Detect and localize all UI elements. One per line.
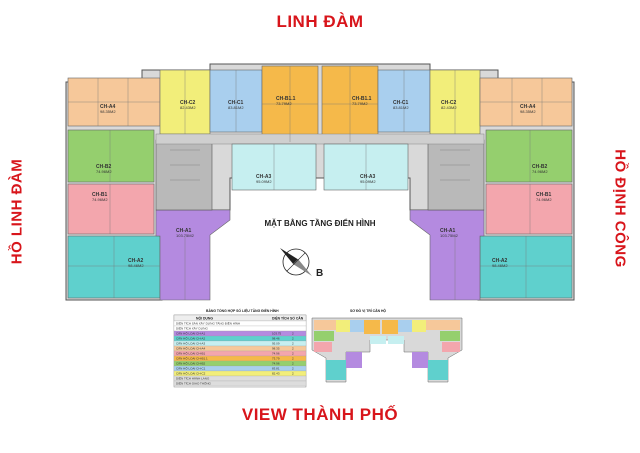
legend-cell: CĂN HỘ LOẠI CH-C2 xyxy=(176,371,206,376)
legend-cell: 82.43 xyxy=(272,372,280,376)
unit-label-name: CH-B2 xyxy=(532,164,547,170)
legend-cell: CĂN HỘ LOẠI CH-C1 xyxy=(176,366,206,371)
legend-row xyxy=(173,380,307,387)
legend-cell: 2 xyxy=(292,342,294,346)
unit-block-a1-right xyxy=(409,209,485,301)
legend-cell: 74.96 xyxy=(272,352,280,356)
unit-label-name: CH-C1 xyxy=(393,100,408,106)
legend-cell: 2 xyxy=(292,347,294,351)
legend-cell: 73.79 xyxy=(272,357,280,361)
legend-cell: DIỆN TÍCH XÂY DỰNG xyxy=(176,326,208,331)
unit-labels: CH-A4 98.35M2 CH-C2 82.43M2 CH-C1 83.81M… xyxy=(92,96,552,268)
unit-label-name: CH-B2 xyxy=(96,164,111,170)
unit-label-name: CH-A3 xyxy=(256,174,271,180)
unit-label-area: 82.43M2 xyxy=(441,105,457,110)
unit-label-area: 74.96M2 xyxy=(532,169,548,174)
legend-cell: 2 xyxy=(292,352,294,356)
unit-label-name: CH-B1.1 xyxy=(352,96,372,102)
keyplan-title: SƠ ĐỒ VỊ TRÍ CĂN HỘ xyxy=(350,308,386,313)
legend-cell: 2 xyxy=(292,367,294,371)
title-linh-dam: LINH ĐÀM xyxy=(276,12,364,31)
unit-label-area: 74.96M2 xyxy=(92,197,108,202)
compass-icon xyxy=(280,248,312,276)
unit-label-area: 83.81M2 xyxy=(228,105,244,110)
legend-cell: 103.75 xyxy=(272,332,282,336)
legend-cell: 98.46 xyxy=(272,337,280,341)
core-left xyxy=(155,139,213,211)
unit-label-area: 73.79M2 xyxy=(276,101,292,106)
legend-cell: CĂN HỘ LOẠI CH-B1.1 xyxy=(176,356,208,361)
unit-label-name: CH-A3 xyxy=(360,174,375,180)
legend-cell: 2 xyxy=(292,357,294,361)
key-plan: SƠ ĐỒ VỊ TRÍ CĂN HỘ xyxy=(311,308,463,383)
legend-cell: CĂN HỘ LOẠI CH-A3 xyxy=(176,341,206,346)
legend-cell: 2 xyxy=(292,337,294,341)
unit-label-area: 98.35M2 xyxy=(520,109,536,114)
legend-cell: 2 xyxy=(292,372,294,376)
legend-header-content: NỘI DUNG xyxy=(196,316,213,321)
unit-label-name: CH-B1 xyxy=(536,192,551,198)
legend-cell: 2 xyxy=(292,332,294,336)
partition-lines xyxy=(68,66,572,300)
legend-cell: 83.81 xyxy=(272,367,280,371)
floor-plan-title: MẶT BẰNG TẦNG ĐIỂN HÌNH xyxy=(264,218,375,228)
unit-label-name: CH-A1 xyxy=(440,228,455,234)
unit-label-area: 98.46M2 xyxy=(128,263,144,268)
unit-label-name: CH-A4 xyxy=(520,104,535,110)
unit-label-name: CH-B1 xyxy=(92,192,107,198)
legend-cell: 2 xyxy=(292,362,294,366)
legend-cell: DIỆN TÍCH GIAO THÔNG xyxy=(176,381,212,386)
unit-label-area: 98.46M2 xyxy=(492,263,508,268)
legend-table: BẢNG TỔNG HỢP SỐ LIỆU TẦNG ĐIỂN HÌNH NỘI… xyxy=(173,308,307,388)
unit-label-area: 98.35M2 xyxy=(100,109,116,114)
unit-label-area: 74.96M2 xyxy=(536,197,552,202)
legend-cell: CĂN HỘ LOẠI CH-B2 xyxy=(176,361,206,366)
legend-cell: 95.09 xyxy=(272,342,280,346)
legend-cell: CĂN HỘ LOẠI CH-A4 xyxy=(176,346,206,351)
unit-block-b2-right xyxy=(485,129,573,183)
unit-label-area: 103.75M2 xyxy=(440,233,459,238)
unit-label-name: CH-C2 xyxy=(441,100,456,106)
legend-cell: 74.96 xyxy=(272,362,280,366)
legend-cell: CĂN HỘ LOẠI CH-B1 xyxy=(176,351,206,356)
corridor-top xyxy=(155,133,485,145)
legend-cell: DIỆN TÍCH SÀN XÂY DỰNG TẦNG ĐIỂN HÌNH xyxy=(176,321,240,326)
unit-label-name: CH-A2 xyxy=(492,258,507,264)
unit-label-name: CH-A2 xyxy=(128,258,143,264)
unit-label-name: CH-A1 xyxy=(176,228,191,234)
unit-block-b1-right xyxy=(485,183,573,235)
unit-label-area: 73.79M2 xyxy=(352,101,368,106)
unit-label-name: CH-C2 xyxy=(180,100,195,106)
unit-label-area: 103.75M2 xyxy=(176,233,195,238)
legend-title: BẢNG TỔNG HỢP SỐ LIỆU TẦNG ĐIỂN HÌNH xyxy=(206,308,279,313)
legend-cell: DIỆN TÍCH HÀNH LANG xyxy=(176,376,210,381)
unit-block-a1-left xyxy=(155,209,231,301)
unit-label-area: 95.09M2 xyxy=(256,179,272,184)
unit-label-area: 83.81M2 xyxy=(393,105,409,110)
legend-cell: 98.35 xyxy=(272,347,280,351)
core-right xyxy=(427,139,485,211)
unit-block-b2-left xyxy=(67,129,155,183)
legend-cell: CĂN HỘ LOẠI CH-A1 xyxy=(176,331,206,336)
compass-north-letter: B xyxy=(316,268,323,279)
title-view-thanh-pho: VIEW THÀNH PHỐ xyxy=(241,405,399,424)
unit-label-area: 74.96M2 xyxy=(96,169,112,174)
unit-label-name: CH-A4 xyxy=(100,104,115,110)
unit-label-area: 82.43M2 xyxy=(180,105,196,110)
legend-header-area: DIỆN TÍCH xyxy=(272,316,290,321)
legend-header-count: SỐ CĂN xyxy=(290,316,304,321)
legend-cell: CĂN HỘ LOẠI CH-A2 xyxy=(176,336,206,341)
unit-label-area: 95.09M2 xyxy=(360,179,376,184)
unit-label-name: CH-C1 xyxy=(228,100,243,106)
unit-block-b1-left xyxy=(67,183,155,235)
unit-label-name: CH-B1.1 xyxy=(276,96,296,102)
